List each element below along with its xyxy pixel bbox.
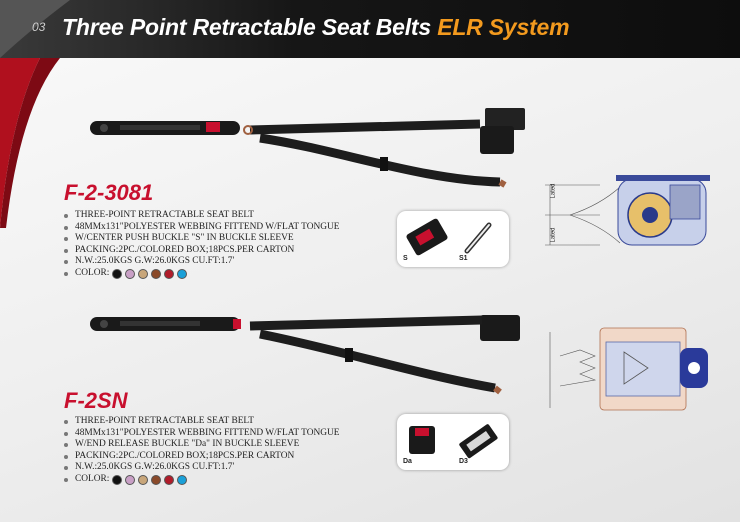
spec-line: W/CENTER PUSH BUCKLE "S" IN BUCKLE SLEEV… [64,233,340,245]
color-swatch [177,268,188,279]
buckle-s-icon [406,218,492,256]
color-swatch [112,268,123,279]
spec-line: THREE-POINT RETRACTABLE SEAT BELT [64,416,340,428]
color-swatch [138,474,149,485]
specs-f-2-3081: THREE-POINT RETRACTABLE SEAT BELT 48MMx1… [64,210,340,280]
part-label-d3: D3 [459,458,468,465]
spec-line: THREE-POINT RETRACTABLE SEAT BELT [64,210,340,222]
buckle-da-icon [409,424,498,459]
color-swatch [125,268,136,279]
spec-line: 48MMx131"POLYESTER WEBBING FITTEND W/FLA… [64,428,340,440]
spec-line: N.W.:25.0KGS G.W:26.0KGS CU.FT:1.7' [64,462,340,474]
part-label-s1: S1 [459,255,468,262]
header-swoosh [0,0,70,58]
spec-line: PACKING:2PC./COLORED BOX;18PCS.PER CARTO… [64,245,340,257]
buckle-inset-f-2sn: Da D3 [397,414,509,470]
buckle-inset-f-2-3081: S S1 [397,211,509,267]
color-label: COLOR: [75,473,110,484]
color-row: COLOR: [64,474,340,486]
page-number: 03 [32,20,46,34]
color-label: COLOR: [75,267,110,278]
spec-line: 48MMx131"POLYESTER WEBBING FITTEND W/FLA… [64,222,340,234]
retractor-diagram-f-2-3081 [545,175,710,246]
retractor-diagram-f-2sn [549,327,708,411]
model-f-2sn: F-2SN [64,388,128,413]
color-row: COLOR: [64,268,340,280]
part-label-da: Da [403,458,412,465]
dimension-label: Lated [550,227,557,243]
color-swatch [151,268,162,279]
spec-line: PACKING:2PC./COLORED BOX;18PCS.PER CARTO… [64,451,340,463]
red-swoosh-decoration [0,58,60,228]
part-label-s: S [403,255,408,262]
color-swatch [138,268,149,279]
header-bar: 03 Three Point Retractable Seat Belts EL… [0,0,740,58]
title-main: Three Point Retractable Seat Belts [62,14,431,40]
spec-line: W/END RELEASE BUCKLE "Da" IN BUCKLE SLEE… [64,439,340,451]
color-swatch [164,268,175,279]
spec-line: N.W.:25.0KGS G.W:26.0KGS CU.FT:1.7' [64,256,340,268]
model-f-2-3081: F-2-3081 [64,180,154,205]
specs-f-2sn: THREE-POINT RETRACTABLE SEAT BELT 48MMx1… [64,416,340,486]
page-title: Three Point Retractable Seat Belts ELR S… [62,14,570,41]
title-accent: ELR System [437,14,570,40]
color-swatch [151,474,162,485]
color-swatch [125,474,136,485]
color-swatch [112,474,123,485]
color-swatch [164,474,175,485]
color-swatch [177,474,188,485]
dimension-label: Lated [550,183,557,199]
